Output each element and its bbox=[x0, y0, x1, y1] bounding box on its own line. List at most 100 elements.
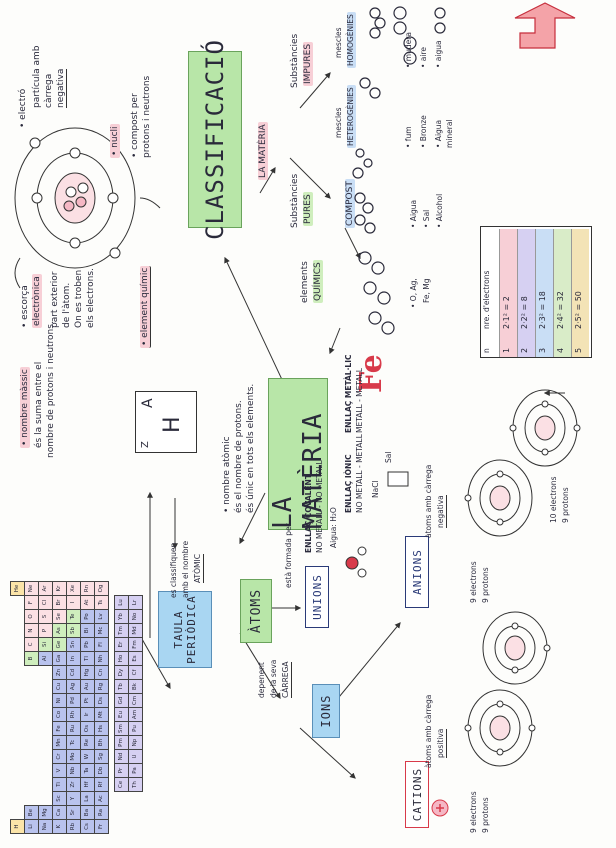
periodic-cell: Ds bbox=[94, 693, 109, 708]
periodic-cell-fblock: Sm bbox=[114, 721, 129, 736]
periodic-cell: Pb bbox=[80, 637, 95, 652]
periodic-cell-fblock: Md bbox=[128, 623, 143, 638]
periodic-cell-fblock: Eu bbox=[114, 707, 129, 722]
periodic-cell: Cu bbox=[52, 679, 67, 694]
periodic-cell-fblock: Yb bbox=[114, 609, 129, 624]
arrow-pures bbox=[289, 157, 331, 199]
periodic-cell: S bbox=[38, 609, 53, 624]
periodic-cell: C bbox=[24, 637, 39, 652]
red-arrow-icon bbox=[514, 2, 576, 49]
periodic-cell: Ra bbox=[94, 805, 109, 820]
periodic-cell: I bbox=[66, 595, 81, 610]
periodic-cell: Li bbox=[24, 819, 39, 834]
periodic-cell: Mo bbox=[66, 749, 81, 764]
periodic-cell-fblock: Nd bbox=[114, 749, 129, 764]
electron-table-value: 2·1² = 2 bbox=[502, 296, 511, 329]
periodic-cell-fblock: Th bbox=[128, 777, 143, 792]
periodic-cell: At bbox=[80, 595, 95, 610]
periodic-cell: Rg bbox=[94, 679, 109, 694]
periodic-cell-fblock: Ce bbox=[114, 777, 129, 792]
periodic-cell-fblock: Pm bbox=[114, 735, 129, 750]
periodic-cell: Nh bbox=[94, 651, 109, 666]
arrow-elements bbox=[344, 227, 361, 260]
periodic-cell-fblock: Ho bbox=[114, 651, 129, 666]
periodic-cell: Be bbox=[24, 805, 39, 820]
periodic-cell-fblock: Fm bbox=[128, 637, 143, 652]
salt-shaker-icon bbox=[387, 471, 409, 487]
periodic-cell: Fl bbox=[94, 637, 109, 652]
periodic-cell: Co bbox=[52, 707, 67, 722]
periodic-cell: Al bbox=[38, 651, 53, 666]
periodic-cell: Nb bbox=[66, 763, 81, 778]
periodic-cell-fblock: Tm bbox=[114, 623, 129, 638]
periodic-cell: Ca bbox=[52, 805, 67, 820]
periodic-cell: V bbox=[52, 763, 67, 778]
periodic-cell: Sg bbox=[94, 749, 109, 764]
arrow-materia-atoms bbox=[239, 492, 266, 545]
periodic-cell-fblock: Am bbox=[128, 707, 143, 722]
periodic-cell: Mn bbox=[52, 735, 67, 750]
periodic-cell: Ru bbox=[66, 721, 81, 736]
periodic-cell: Tc bbox=[66, 735, 81, 750]
electron-table-row: 1 2·1² = 2 bbox=[499, 229, 517, 357]
periodic-cell: As bbox=[52, 623, 67, 638]
periodic-cell-fblock: Tb bbox=[114, 679, 129, 694]
periodic-cell: Tl bbox=[80, 651, 95, 666]
periodic-cell: He bbox=[10, 581, 25, 596]
periodic-cell: Sr bbox=[66, 805, 81, 820]
periodic-cell: Rb bbox=[66, 819, 81, 834]
periodic-cell-fblock: No bbox=[128, 609, 143, 624]
periodic-cell: O bbox=[24, 609, 39, 624]
periodic-cell: Sc bbox=[52, 791, 67, 806]
periodic-cell: Mg bbox=[38, 805, 53, 820]
periodic-cell: Sb bbox=[66, 623, 81, 638]
periodic-cell: Re bbox=[80, 735, 95, 750]
periodic-cell: Og bbox=[94, 581, 109, 596]
periodic-cell: Fe bbox=[52, 721, 67, 736]
periodic-cell: Au bbox=[80, 679, 95, 694]
periodic-cell: Zn bbox=[52, 665, 67, 680]
periodic-cell: Ag bbox=[66, 679, 81, 694]
periodic-cell: Na bbox=[38, 819, 53, 834]
periodic-cell: H bbox=[10, 819, 25, 834]
periodic-cell: Y bbox=[66, 791, 81, 806]
electron-table-row: 4 2·4² = 32 bbox=[553, 229, 571, 357]
periodic-cell: Mt bbox=[94, 707, 109, 722]
periodic-cell-fblock: Gd bbox=[114, 693, 129, 708]
periodic-cell: Ne bbox=[24, 581, 39, 596]
electron-table-n: 3 bbox=[538, 347, 547, 353]
electron-table-header-n: n bbox=[482, 348, 491, 353]
electron-table-value: 2·4² = 32 bbox=[556, 291, 565, 329]
periodic-cell-fblock: Dy bbox=[114, 665, 129, 680]
periodic-cell: Ts bbox=[94, 595, 109, 610]
periodic-cell: Se bbox=[52, 609, 67, 624]
electron-table-n: 5 bbox=[574, 347, 583, 353]
periodic-cell: Xe bbox=[66, 581, 81, 596]
periodic-cell-fblock: Es bbox=[128, 651, 143, 666]
periodic-cell: Db bbox=[94, 763, 109, 778]
periodic-cell: W bbox=[80, 749, 95, 764]
periodic-cell: F bbox=[24, 595, 39, 610]
periodic-cell: Ac bbox=[94, 791, 109, 806]
periodic-cell: Kr bbox=[52, 581, 67, 596]
periodic-cell: Bi bbox=[80, 623, 95, 638]
periodic-cell-fblock: Pa bbox=[128, 763, 143, 778]
electron-table-n: 1 bbox=[502, 347, 511, 353]
periodic-cell: Cn bbox=[94, 665, 109, 680]
periodic-cell: Lv bbox=[94, 609, 109, 624]
periodic-cell: Ga bbox=[52, 651, 67, 666]
electron-table-n: 4 bbox=[556, 347, 565, 353]
periodic-cell: Ar bbox=[38, 581, 53, 596]
periodic-cell-fblock: Pr bbox=[114, 763, 129, 778]
periodic-cell: Mc bbox=[94, 623, 109, 638]
periodic-cell-fblock: Pu bbox=[128, 721, 143, 736]
periodic-cell: Pt bbox=[80, 693, 95, 708]
